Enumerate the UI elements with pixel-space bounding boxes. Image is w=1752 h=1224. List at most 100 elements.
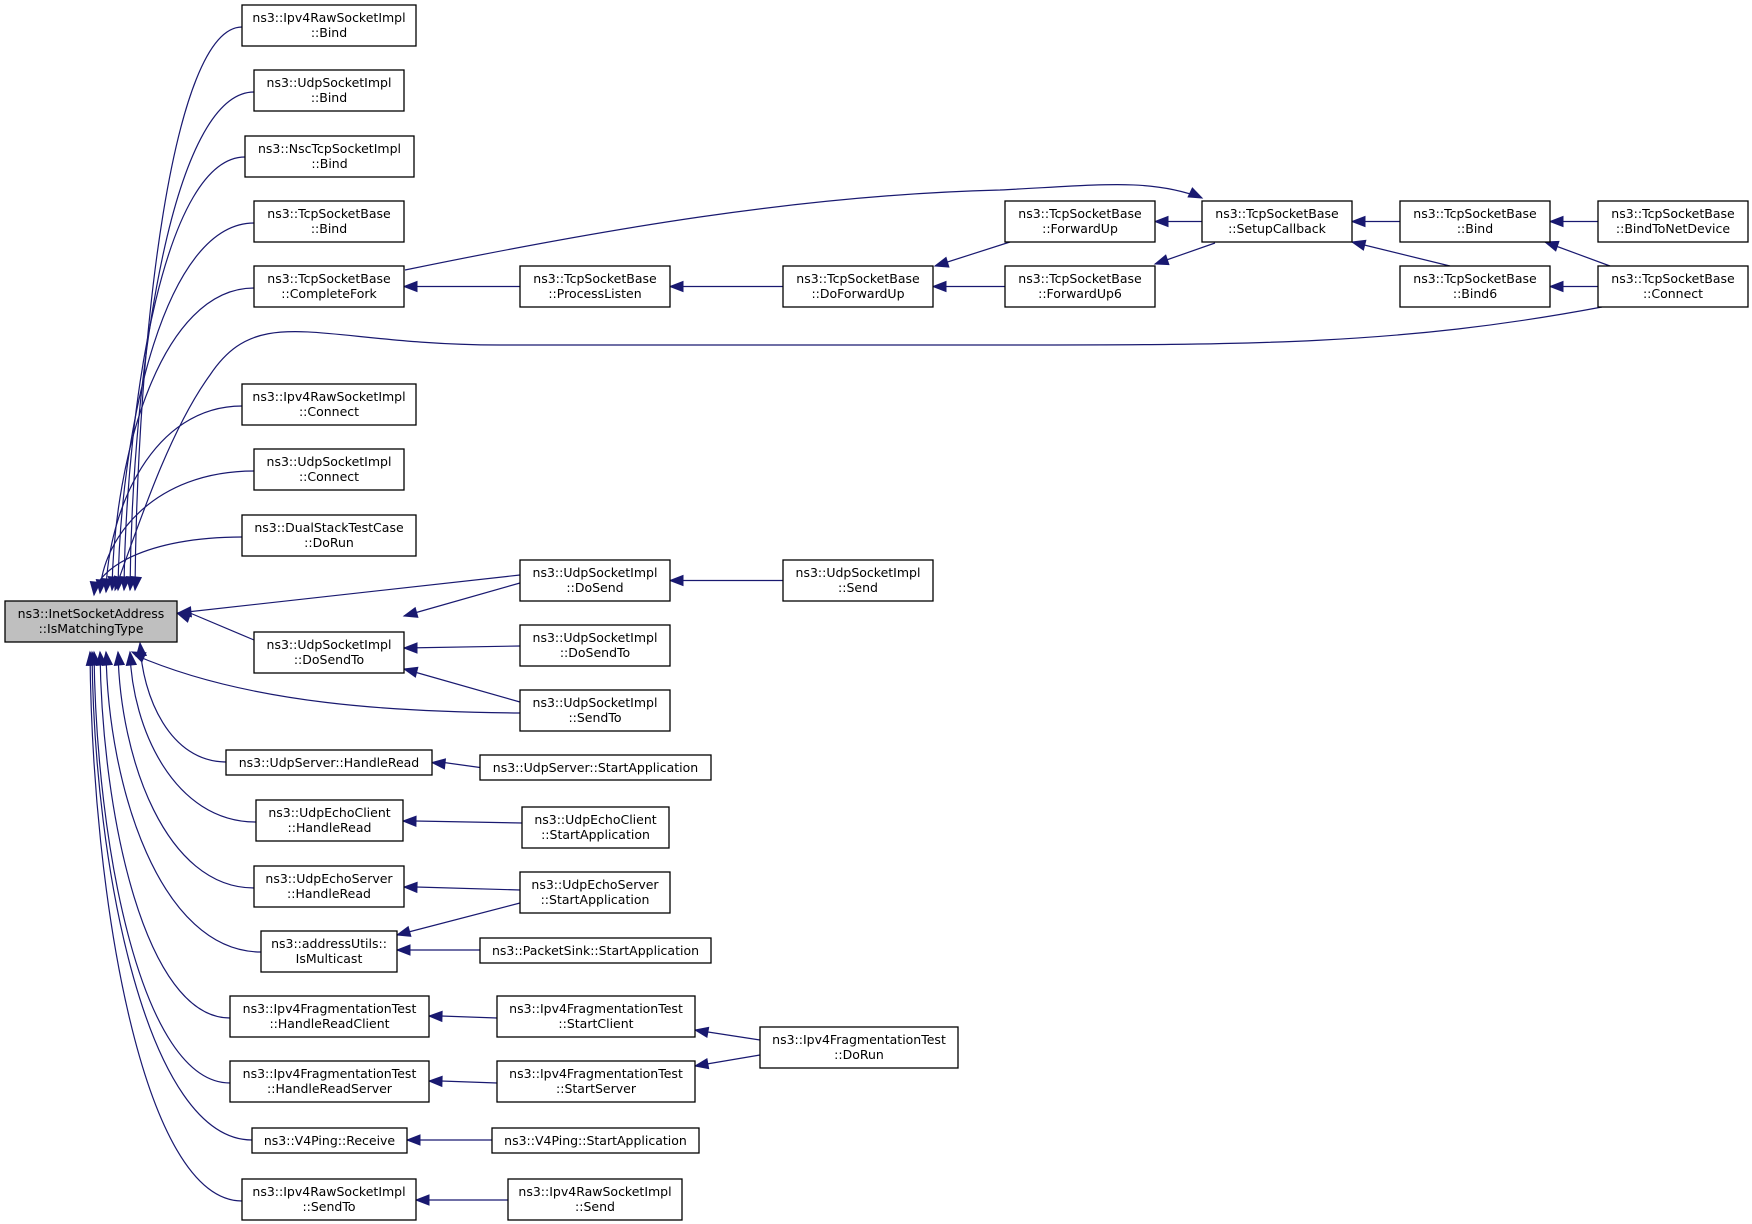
node-label-line1: ns3::TcpSocketBase [796, 271, 920, 286]
graph-edges [85, 26, 1611, 1206]
node-g2[interactable]: ns3::TcpSocketBase::Connect [1597, 265, 1749, 308]
node-label-line2: IsMulticast [296, 951, 363, 966]
node-label-line1: ns3::UdpSocketImpl [533, 565, 658, 580]
node-box [759, 1026, 959, 1069]
node-b10[interactable]: ns3::Ipv4FragmentationTest::StartServer [496, 1060, 696, 1103]
edge-e1-to-d1-arrowhead [1153, 215, 1169, 228]
node-b7[interactable]: ns3::UdpEchoServer::StartApplication [519, 871, 671, 914]
edge-b6-to-a11-arrowhead [401, 815, 417, 827]
edge-c2-to-b2-arrowhead [668, 574, 684, 587]
node-box [229, 995, 430, 1038]
node-a3[interactable]: ns3::NscTcpSocketImpl::Bind [244, 135, 415, 178]
node-box [782, 265, 934, 308]
node-box [479, 937, 712, 964]
node-a4[interactable]: ns3::TcpSocketBase::Bind [253, 200, 405, 243]
node-label-line2: ::DoSendTo [560, 645, 630, 660]
node-label-line1: ns3::TcpSocketBase [533, 271, 657, 286]
node-box [253, 865, 405, 908]
node-label-line1: ns3::Ipv4FragmentationTest [243, 1001, 417, 1016]
edge-b7-to-a12-arrowhead [402, 881, 418, 894]
node-a1[interactable]: ns3::Ipv4RawSocketImpl::Bind [241, 4, 417, 47]
node-label-line2: ::IsMatchingType [39, 621, 144, 636]
node-a14[interactable]: ns3::Ipv4FragmentationTest::HandleReadCl… [229, 995, 430, 1038]
edge-b9-to-a14-arrowhead [427, 1010, 443, 1023]
node-g1[interactable]: ns3::TcpSocketBase::BindToNetDevice [1597, 200, 1749, 243]
node-d2[interactable]: ns3::TcpSocketBase::ForwardUp6 [1004, 265, 1156, 308]
node-a2[interactable]: ns3::UdpSocketImpl::Bind [253, 69, 405, 112]
edge-a16-to-root [91, 651, 253, 1141]
edge-b6-to-a11 [414, 820, 523, 824]
node-a9[interactable]: ns3::UdpSocketImpl::DoSendTo [253, 631, 405, 674]
node-label-line1: ns3::UdpSocketImpl [267, 454, 392, 469]
node-c2[interactable]: ns3::UdpSocketImpl::Send [782, 559, 934, 602]
node-a10[interactable]: ns3::UdpServer::HandleRead [225, 749, 433, 776]
node-label-line1: ns3::UdpSocketImpl [267, 637, 392, 652]
edge-a6-to-root [105, 405, 243, 593]
edge-d1-to-c1-arrowhead [933, 256, 950, 268]
node-label-line2: ::DoSend [566, 580, 623, 595]
node-d1[interactable]: ns3::TcpSocketBase::ForwardUp [1004, 200, 1156, 243]
edge-b12-to-a17-arrowhead [414, 1194, 430, 1206]
node-b1[interactable]: ns3::TcpSocketBase::ProcessListen [519, 265, 671, 308]
node-a13[interactable]: ns3::addressUtils::IsMulticast [260, 930, 398, 973]
node-root[interactable]: ns3::InetSocketAddress::IsMatchingType [4, 600, 178, 643]
edge-b7-to-a13 [396, 902, 521, 936]
node-c1[interactable]: ns3::TcpSocketBase::DoForwardUp [782, 265, 934, 308]
node-a11[interactable]: ns3::UdpEchoClient::HandleRead [255, 799, 404, 842]
node-e1[interactable]: ns3::TcpSocketBase::SetupCallback [1201, 200, 1353, 243]
node-f1[interactable]: ns3::TcpSocketBase::Bind [1399, 200, 1551, 243]
node-b4[interactable]: ns3::UdpSocketImpl::SendTo [519, 689, 671, 732]
node-b3[interactable]: ns3::UdpSocketImpl::DoSendTo [519, 624, 671, 667]
node-a8[interactable]: ns3::DualStackTestCase::DoRun [241, 514, 417, 557]
node-label-line2: ::ForwardUp [1042, 221, 1118, 236]
node-a7[interactable]: ns3::UdpSocketImpl::Connect [253, 448, 405, 491]
edge-a17-to-root [89, 651, 243, 1202]
node-b12[interactable]: ns3::Ipv4RawSocketImpl::Send [507, 1178, 683, 1221]
node-f2[interactable]: ns3::TcpSocketBase::Bind6 [1399, 265, 1551, 308]
node-label-line2: ::Connect [299, 404, 359, 419]
node-box [491, 1127, 700, 1154]
edge-a8-to-root-arrowhead [89, 580, 102, 597]
node-box [253, 448, 405, 491]
node-a12[interactable]: ns3::UdpEchoServer::HandleRead [253, 865, 405, 908]
node-c3[interactable]: ns3::Ipv4FragmentationTest::DoRun [759, 1026, 959, 1069]
node-box [241, 4, 417, 47]
node-a6[interactable]: ns3::Ipv4RawSocketImpl::Connect [241, 383, 417, 426]
edge-c3-to-b9-arrowhead [693, 1026, 710, 1038]
edge-b2-to-a9-arrowhead [402, 606, 419, 618]
node-box [1004, 200, 1156, 243]
edge-a5-to-e1 [404, 184, 1203, 271]
node-box [519, 265, 671, 308]
edge-a7-to-root [99, 470, 255, 594]
node-label-line2: ::HandleReadClient [269, 1016, 389, 1031]
edge-b10-to-a15 [440, 1080, 498, 1084]
node-label-line2: ::Bind [1457, 221, 1493, 236]
node-label-line2: ::StartApplication [541, 892, 650, 907]
node-label-line1: ns3::UdpEchoServer [265, 871, 393, 886]
node-b9[interactable]: ns3::Ipv4FragmentationTest::StartClient [496, 995, 696, 1038]
node-label-line2: ::HandleRead [287, 886, 371, 901]
node-box [782, 559, 934, 602]
edge-b3-to-a9 [403, 645, 521, 649]
node-b2[interactable]: ns3::UdpSocketImpl::DoSend [519, 559, 671, 602]
node-a17[interactable]: ns3::Ipv4RawSocketImpl::SendTo [241, 1178, 417, 1221]
edge-a15-to-root [93, 651, 231, 1084]
edge-a10-to-root [139, 642, 227, 763]
node-box [479, 754, 712, 781]
node-label-line2: ::Bind6 [1453, 286, 1497, 301]
edge-e1-to-d2-arrowhead [1153, 254, 1170, 266]
node-label-line1: ns3::DualStackTestCase [254, 520, 404, 535]
node-label-line1: ns3::Ipv4RawSocketImpl [252, 1184, 405, 1199]
node-b5[interactable]: ns3::UdpServer::StartApplication [479, 754, 712, 781]
edge-b9-to-a14 [440, 1015, 498, 1019]
node-a15[interactable]: ns3::Ipv4FragmentationTest::HandleReadSe… [229, 1060, 430, 1103]
node-b11[interactable]: ns3::V4Ping::StartApplication [491, 1127, 700, 1154]
node-label-line2: ::Bind [311, 221, 347, 236]
edge-g2-to-root [114, 306, 1603, 591]
node-a5[interactable]: ns3::TcpSocketBase::CompleteFork [253, 265, 405, 308]
node-a16[interactable]: ns3::V4Ping::Receive [251, 1127, 408, 1154]
node-label-line1: ns3::TcpSocketBase [1215, 206, 1339, 221]
node-b8[interactable]: ns3::PacketSink::StartApplication [479, 937, 712, 964]
node-label: ns3::V4Ping::StartApplication [504, 1133, 687, 1148]
node-b6[interactable]: ns3::UdpEchoClient::StartApplication [521, 806, 670, 849]
